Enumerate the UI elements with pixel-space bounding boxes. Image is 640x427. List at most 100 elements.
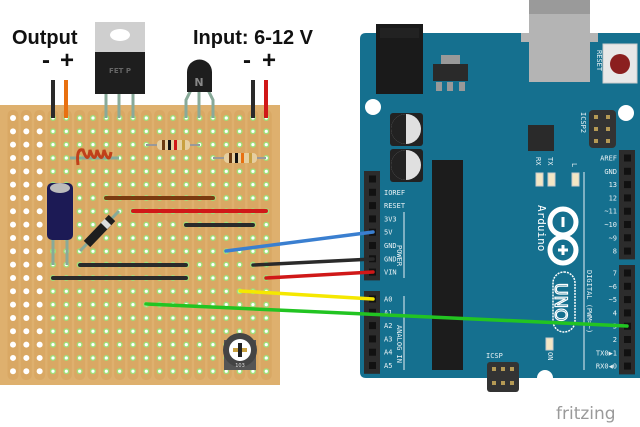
header-pin[interactable] xyxy=(624,207,631,215)
header-pin[interactable] xyxy=(369,242,376,249)
p-channel-fet[interactable]: FET P xyxy=(95,22,145,118)
hole-center xyxy=(171,343,175,347)
copper-strip xyxy=(247,110,259,380)
hole-center xyxy=(238,369,242,373)
tx-label: TX xyxy=(546,157,554,166)
hole-center xyxy=(224,236,228,240)
hole-center xyxy=(11,329,15,333)
header-pin[interactable] xyxy=(624,154,631,162)
header-pin[interactable] xyxy=(624,296,631,304)
header-pin[interactable] xyxy=(624,247,631,255)
hole-center xyxy=(131,329,135,333)
header-pin[interactable] xyxy=(624,221,631,228)
header-pin[interactable] xyxy=(624,282,631,290)
hole-center xyxy=(91,129,95,133)
header-pin[interactable] xyxy=(369,175,376,183)
electrolytic-capacitor-board[interactable] xyxy=(47,183,73,265)
resistor-1[interactable] xyxy=(146,140,200,150)
hole-center xyxy=(38,209,42,213)
resistor-2[interactable] xyxy=(213,153,266,163)
hole-center xyxy=(78,329,82,333)
reset-button[interactable] xyxy=(602,43,638,84)
npn-transistor[interactable]: N xyxy=(184,59,215,118)
hole-center xyxy=(144,369,148,373)
wire-blue-5v[interactable] xyxy=(224,230,375,253)
hole-center xyxy=(91,343,95,347)
header-pin[interactable] xyxy=(369,348,376,356)
pin-label: A0 xyxy=(384,296,392,304)
pin-label: 4 xyxy=(613,309,617,317)
header-pin[interactable] xyxy=(369,188,376,196)
header-pin[interactable] xyxy=(369,202,376,210)
hole-center xyxy=(184,356,188,360)
pin-label: ~5 xyxy=(609,296,617,304)
hole-center xyxy=(158,249,162,253)
hole-center xyxy=(118,236,122,240)
hole-center xyxy=(91,196,95,200)
fritzing-logo: fritzing xyxy=(556,404,616,424)
hole-center xyxy=(251,276,255,280)
hole-center xyxy=(64,169,68,173)
hole-center xyxy=(171,356,175,360)
pin-label: 13 xyxy=(609,181,617,189)
header-pin[interactable] xyxy=(624,349,631,357)
hole-center xyxy=(184,316,188,320)
hole-center xyxy=(24,169,28,173)
hole-center xyxy=(104,169,108,173)
header-pin[interactable] xyxy=(624,194,631,202)
hole-center xyxy=(131,356,135,360)
uno-label: UNO xyxy=(550,283,570,322)
wire-black-gnd[interactable] xyxy=(251,257,375,267)
hole-center xyxy=(91,116,95,120)
hole-center xyxy=(11,223,15,227)
hole-center xyxy=(91,223,95,227)
hole-center xyxy=(24,276,28,280)
hole-center xyxy=(11,129,15,133)
copper-strip xyxy=(34,110,46,380)
header-pin[interactable] xyxy=(624,362,631,370)
hole-center xyxy=(238,129,242,133)
wire-red-vin[interactable] xyxy=(264,270,375,280)
header-pin[interactable] xyxy=(369,308,376,316)
diode[interactable] xyxy=(78,209,121,253)
header-pin[interactable] xyxy=(624,181,631,189)
header-pin[interactable] xyxy=(369,215,376,223)
hole-center xyxy=(144,356,148,360)
header-pin[interactable] xyxy=(369,335,376,343)
l-label: L xyxy=(570,163,578,167)
hole-center xyxy=(238,303,242,307)
header-pin[interactable] xyxy=(369,322,376,330)
hole-center xyxy=(171,116,175,120)
hole-center xyxy=(264,196,268,200)
hole-center xyxy=(24,209,28,213)
hole-center xyxy=(198,356,202,360)
header-pin[interactable] xyxy=(624,336,631,343)
header-pin[interactable] xyxy=(624,234,631,242)
header-pin[interactable] xyxy=(624,167,631,175)
header-pin[interactable] xyxy=(369,362,376,369)
hole-center xyxy=(78,356,82,360)
rx-label: RX xyxy=(534,157,542,166)
hole-center xyxy=(238,263,242,267)
wire-yellow-a0[interactable] xyxy=(238,289,375,301)
hole-center xyxy=(118,169,122,173)
usb-chip xyxy=(528,125,554,151)
pin-label: GND xyxy=(384,255,397,263)
hole-center xyxy=(251,129,255,133)
hole-center xyxy=(184,129,188,133)
hole-center xyxy=(78,223,82,227)
wire-green-d3[interactable] xyxy=(144,302,629,328)
hole-center xyxy=(38,356,42,360)
hole-center xyxy=(198,263,202,267)
hole-center xyxy=(11,369,15,373)
hole-center xyxy=(78,196,82,200)
header-pin[interactable] xyxy=(624,309,631,317)
trimmer-potentiometer[interactable]: 103 xyxy=(223,333,257,370)
electrolytic-capacitor xyxy=(390,113,423,182)
inductor[interactable] xyxy=(70,148,119,166)
output-minus-label: - xyxy=(42,47,50,74)
hole-center xyxy=(104,249,108,253)
pin-label: A1 xyxy=(384,309,392,317)
pin-label: 7 xyxy=(613,270,617,278)
header-pin[interactable] xyxy=(624,269,631,277)
